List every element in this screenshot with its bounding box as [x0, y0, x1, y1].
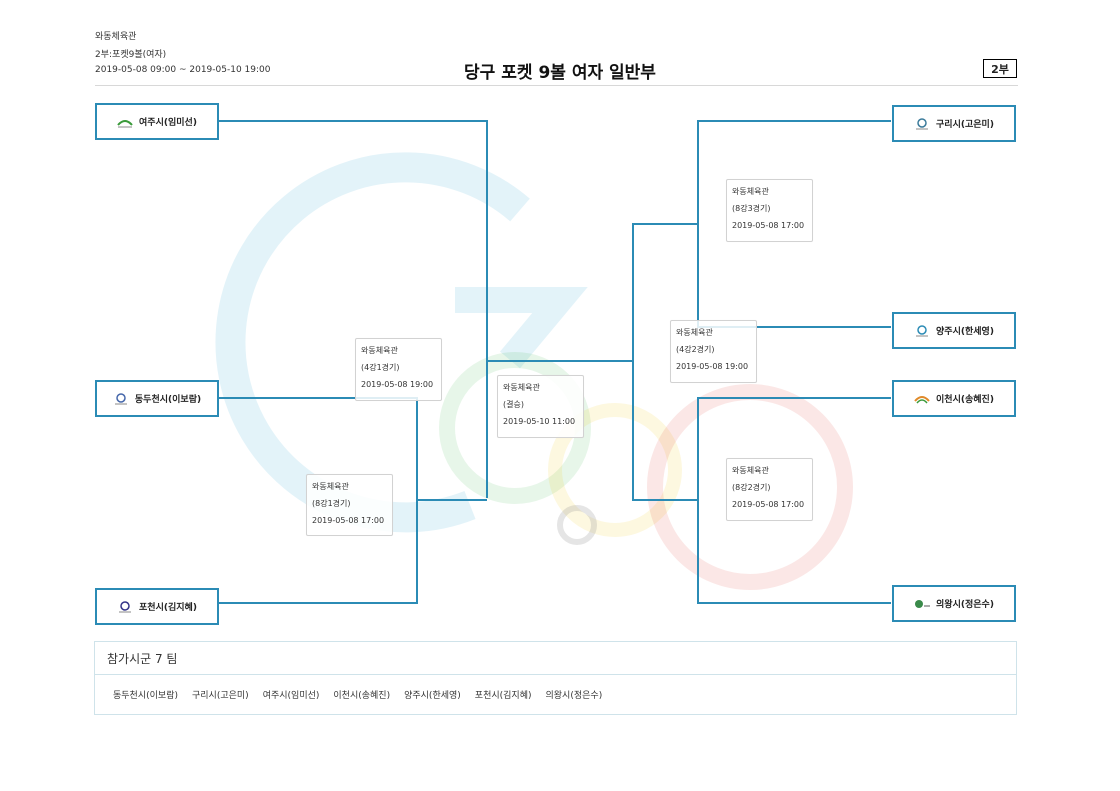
- team-name: 동두천시(이보람): [134, 395, 202, 405]
- city-emblem-icon: [914, 598, 931, 610]
- city-emblem-icon: [113, 392, 129, 405]
- city-emblem-icon: [914, 324, 930, 337]
- page-title: 당구 포켓 9볼 여자 일반부: [464, 63, 656, 83]
- match-info-semi-2[interactable]: 와동체육관 (4강2경기) 2019-05-08 19:00: [670, 320, 757, 383]
- participants-panel: 참가시군 7 팀 동두천시(이보람) 구리시(고은미) 여주시(임미선) 이천시…: [94, 641, 1017, 715]
- match-time: 2019-05-08 19:00: [676, 362, 749, 371]
- team-name: 양주시(한세영): [936, 327, 994, 337]
- match-round: (8강3경기): [732, 204, 771, 213]
- city-emblem-icon: [914, 393, 930, 405]
- participant-item: 포천시(김지혜): [474, 691, 532, 701]
- division-label: 2부:포켓9볼(여자): [95, 50, 167, 60]
- match-time: 2019-05-08 17:00: [732, 500, 805, 509]
- match-venue: 와동체육관: [361, 346, 398, 355]
- match-round: (결승): [503, 400, 524, 409]
- match-round: (8강2경기): [732, 483, 771, 492]
- match-round: (8강1경기): [312, 499, 351, 508]
- match-venue: 와동체육관: [732, 466, 769, 475]
- city-emblem-icon: [914, 117, 930, 130]
- match-info-qf-3[interactable]: 와동체육관 (8강3경기) 2019-05-08 17:00: [726, 179, 813, 242]
- participant-item: 양주시(한세영): [404, 691, 461, 701]
- team-box-yangju[interactable]: 양주시(한세영): [892, 312, 1016, 349]
- participants-list: 동두천시(이보람) 구리시(고은미) 여주시(임미선) 이천시(송혜진) 양주시…: [113, 688, 616, 701]
- team-box-dongducheon[interactable]: 동두천시(이보람): [95, 380, 219, 417]
- header-divider: [95, 85, 1018, 86]
- division-badge: 2부: [983, 59, 1017, 78]
- match-time: 2019-05-08 17:00: [312, 516, 385, 525]
- line-right-semi: [632, 223, 698, 501]
- match-round: (4강2경기): [676, 345, 715, 354]
- match-round: (4강1경기): [361, 363, 400, 372]
- participants-title: 참가시군 7 팀: [107, 652, 178, 666]
- match-info-qf-2[interactable]: 와동체육관 (8강2경기) 2019-05-08 17:00: [726, 458, 813, 521]
- venue-name: 와동체육관: [95, 32, 137, 42]
- match-venue: 와동체육관: [503, 383, 540, 392]
- period-label: 2019-05-08 09:00 ~ 2019-05-10 19:00: [95, 65, 271, 75]
- team-box-icheon[interactable]: 이천시(송혜진): [892, 380, 1016, 417]
- match-info-semi-1[interactable]: 와동체육관 (4강1경기) 2019-05-08 19:00: [355, 338, 442, 401]
- city-emblem-icon: [117, 600, 133, 613]
- match-time: 2019-05-08 19:00: [361, 380, 434, 389]
- city-emblem-icon: [117, 116, 133, 128]
- match-info-qf-1[interactable]: 와동체육관 (8강1경기) 2019-05-08 17:00: [306, 474, 393, 536]
- team-name: 이천시(송혜진): [936, 395, 994, 405]
- match-venue: 와동체육관: [732, 187, 769, 196]
- participant-item: 이천시(송혜진): [333, 691, 391, 701]
- participant-item: 구리시(고은미): [191, 691, 249, 701]
- team-box-yeoju[interactable]: 여주시(임미선): [95, 103, 219, 140]
- team-box-uiwang[interactable]: 의왕시(정은수): [892, 585, 1016, 622]
- match-info-final[interactable]: 와동체육관 (결승) 2019-05-10 11:00: [497, 375, 584, 438]
- participant-item: 의왕시(정은수): [545, 691, 603, 701]
- team-name: 구리시(고은미): [936, 120, 994, 130]
- team-name: 포천시(김지혜): [139, 603, 197, 613]
- team-name: 여주시(임미선): [139, 118, 197, 128]
- participants-divider: [95, 674, 1016, 675]
- team-box-pocheon[interactable]: 포천시(김지혜): [95, 588, 219, 625]
- match-venue: 와동체육관: [676, 328, 713, 337]
- participant-item: 여주시(임미선): [262, 691, 320, 701]
- match-time: 2019-05-08 17:00: [732, 221, 805, 230]
- team-box-guri[interactable]: 구리시(고은미): [892, 105, 1016, 142]
- participant-item: 동두천시(이보람): [113, 691, 178, 701]
- team-name: 의왕시(정은수): [936, 600, 994, 610]
- line-left-top: [219, 120, 488, 498]
- match-time: 2019-05-10 11:00: [503, 417, 576, 426]
- match-venue: 와동체육관: [312, 482, 349, 491]
